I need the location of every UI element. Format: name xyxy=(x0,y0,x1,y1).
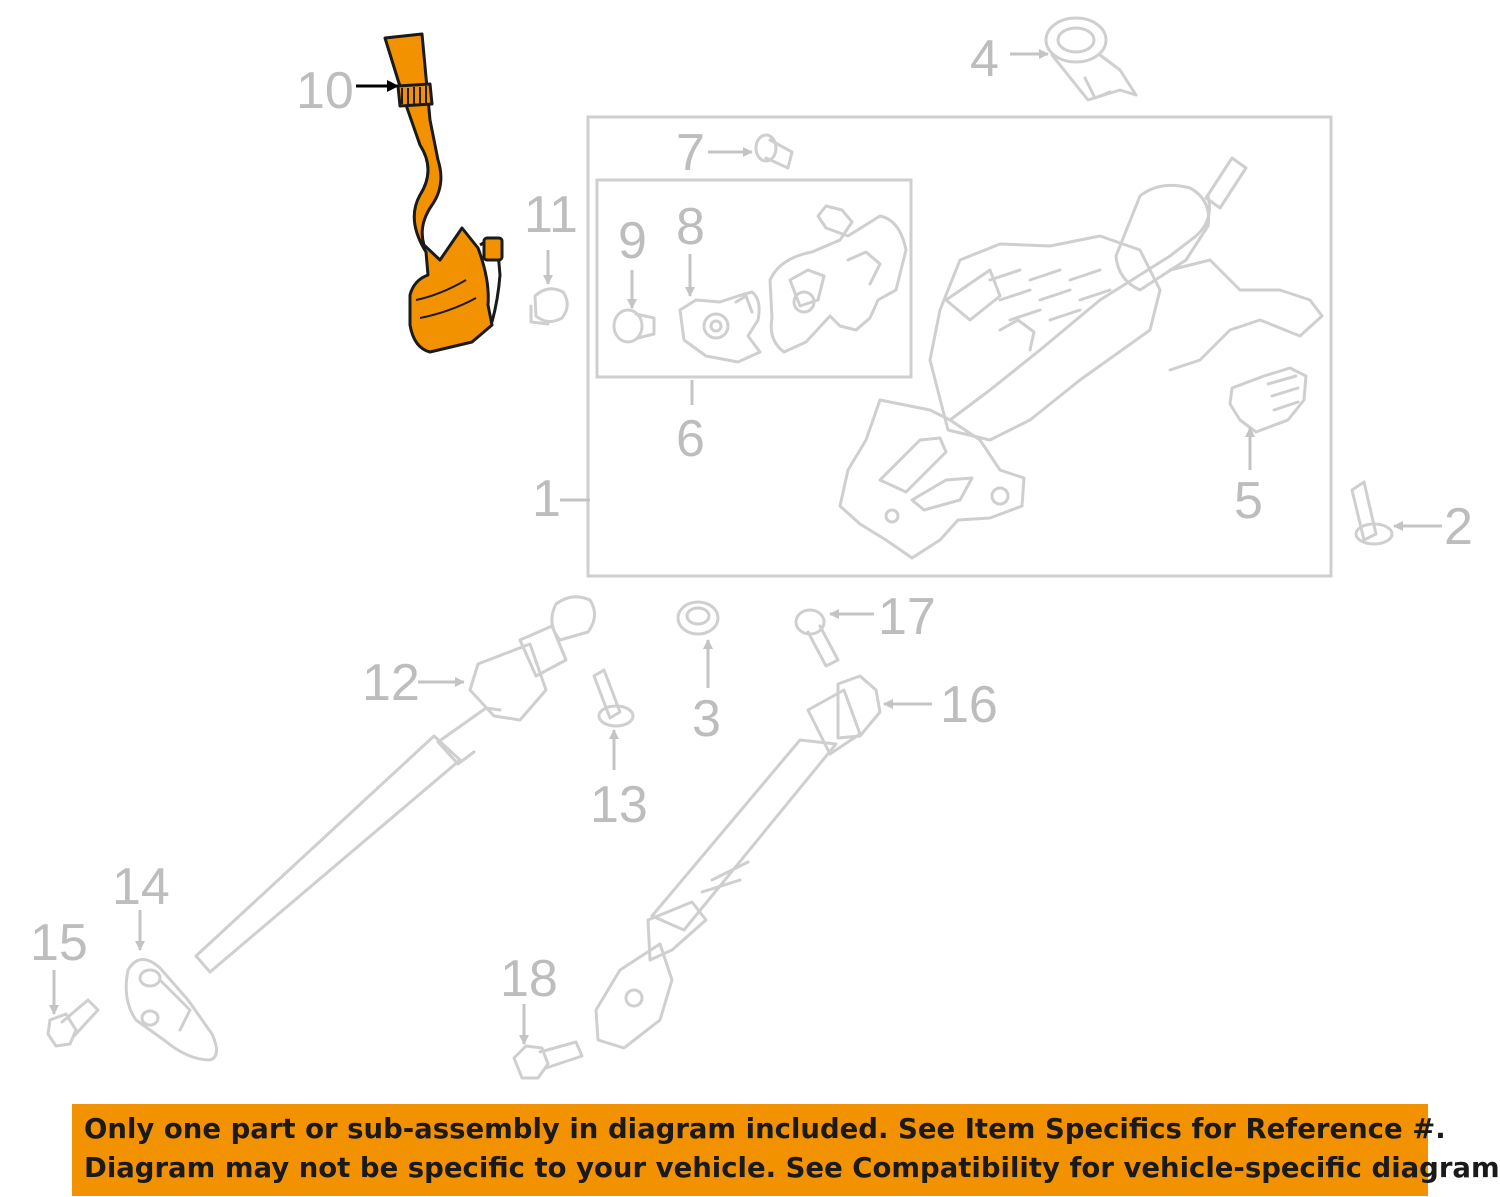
part-15-bolt xyxy=(46,998,100,1048)
callout-10: 10 xyxy=(296,62,354,120)
part-16-lower-shaft xyxy=(594,674,882,1050)
part-4-lock-cylinder xyxy=(1044,16,1138,102)
callout-17: 17 xyxy=(878,588,936,646)
part-2-bolt xyxy=(1350,480,1394,546)
assembly-frame xyxy=(586,115,1333,578)
part-9-pin xyxy=(612,308,656,344)
callout-18: 18 xyxy=(500,950,558,1008)
part-5-connector xyxy=(1228,366,1308,434)
part-18-bolt xyxy=(512,1040,584,1080)
disclaimer-banner: Only one part or sub-assembly in diagram… xyxy=(72,1104,1500,1196)
part-12-intermediate-shaft xyxy=(194,595,596,974)
part-13-bolt xyxy=(592,668,635,728)
part-3-grommet xyxy=(676,600,720,636)
part-11-nut xyxy=(529,287,569,326)
callout-7: 7 xyxy=(676,124,705,182)
callout-15: 15 xyxy=(30,914,88,972)
callout-14: 14 xyxy=(112,858,170,916)
callout-11: 11 xyxy=(524,186,578,244)
callout-13: 13 xyxy=(590,776,648,834)
callout-3: 3 xyxy=(692,690,721,748)
callout-8: 8 xyxy=(676,198,705,256)
sub-assembly-frame xyxy=(595,178,913,379)
disclaimer-line-1: Only one part or sub-assembly in diagram… xyxy=(84,1113,1446,1145)
callout-4: 4 xyxy=(970,30,999,88)
leader-lines xyxy=(49,49,1442,1045)
part-7-bolt xyxy=(754,133,794,170)
callout-12: 12 xyxy=(362,654,420,712)
part-6-lock-bracket xyxy=(768,204,908,354)
callout-6: 6 xyxy=(676,410,705,468)
part-17-bolt xyxy=(794,608,840,668)
part-10-switch-lever xyxy=(383,32,504,354)
callout-9: 9 xyxy=(618,212,647,270)
callout-5: 5 xyxy=(1234,472,1263,530)
callout-16: 16 xyxy=(940,676,998,734)
part-8-lock-housing xyxy=(678,290,762,364)
callout-2: 2 xyxy=(1444,498,1473,556)
part-1-steering-column xyxy=(838,156,1324,560)
disclaimer-line-2: Diagram may not be specific to your vehi… xyxy=(84,1152,1500,1184)
callout-1: 1 xyxy=(532,470,561,528)
part-14-flange xyxy=(124,958,218,1062)
